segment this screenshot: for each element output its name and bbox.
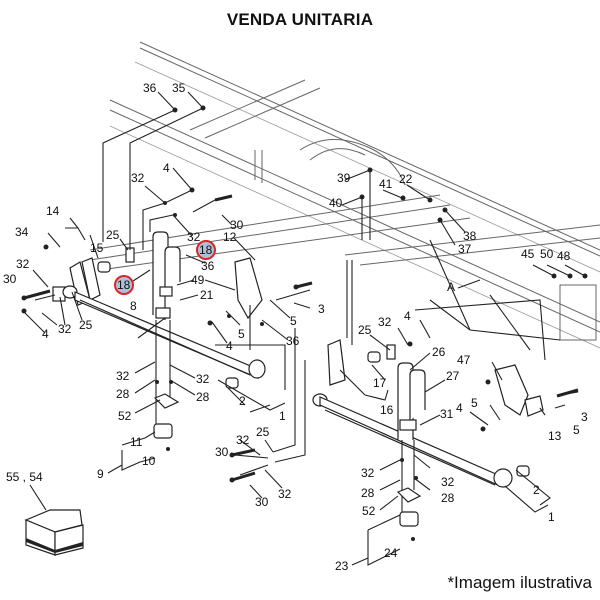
callout-label: 1 bbox=[279, 409, 286, 423]
frame-reference-a: A bbox=[447, 280, 455, 294]
callout-label: 39 bbox=[337, 171, 351, 185]
callout-label: 30 bbox=[255, 495, 269, 509]
part-18-label[interactable]: 18 bbox=[117, 278, 131, 292]
spring-assembly-front bbox=[52, 231, 266, 439]
callout-label: 30 bbox=[215, 445, 229, 459]
callout-label: 32 bbox=[378, 315, 392, 329]
callout-label: 22 bbox=[399, 172, 413, 186]
callout-label: 28 bbox=[361, 486, 375, 500]
callout-label: 23 bbox=[335, 559, 349, 573]
callout-label: 17 bbox=[373, 376, 387, 390]
callout-label: 1 bbox=[548, 510, 555, 524]
callout-label: 25 bbox=[79, 318, 93, 332]
callout-label: 13 bbox=[548, 429, 562, 443]
callout-label: 31 bbox=[440, 407, 454, 421]
callout-label: 12 bbox=[223, 230, 237, 244]
callout-label: 28 bbox=[116, 387, 130, 401]
bolts bbox=[23, 194, 579, 482]
part-labels: 36 35 4 32 30 32 12 18 18 36 14 34 15 25… bbox=[3, 81, 588, 573]
callout-label: 14 bbox=[46, 204, 60, 218]
callout-label: 8 bbox=[130, 299, 137, 313]
callout-label: 9 bbox=[97, 467, 104, 481]
callout-label: 48 bbox=[557, 249, 571, 263]
callout-label: 24 bbox=[384, 546, 398, 560]
callout-label: 26 bbox=[432, 345, 446, 359]
callout-label: 3 bbox=[581, 410, 588, 424]
callout-label: 2 bbox=[533, 483, 540, 497]
chassis-frame bbox=[89, 41, 600, 349]
illustrative-image-note: *Imagem ilustrativa bbox=[447, 573, 592, 592]
callout-label: 49 bbox=[191, 273, 205, 287]
callout-label: 47 bbox=[457, 353, 471, 367]
callout-label: 2 bbox=[239, 394, 246, 408]
callout-label: 32 bbox=[187, 230, 201, 244]
callout-label: 55 , 54 bbox=[6, 470, 43, 484]
callout-label: 32 bbox=[441, 475, 455, 489]
callout-label: 38 bbox=[463, 229, 477, 243]
callout-label: 11 bbox=[130, 435, 143, 449]
callout-label: 36 bbox=[143, 81, 157, 95]
callout-label: 5 bbox=[471, 396, 478, 410]
callout-label: 30 bbox=[230, 218, 244, 232]
callout-label: 37 bbox=[458, 242, 472, 256]
leader-lines bbox=[24, 91, 586, 566]
callout-label: 4 bbox=[163, 161, 170, 175]
callout-label: 25 bbox=[256, 425, 270, 439]
callout-label: 32 bbox=[131, 171, 145, 185]
callout-label: 40 bbox=[329, 196, 343, 210]
callout-label: 52 bbox=[362, 504, 376, 518]
callout-label: 16 bbox=[380, 403, 394, 417]
callout-label: 15 bbox=[90, 241, 104, 255]
callout-label: 32 bbox=[196, 372, 210, 386]
callout-label: 5 bbox=[573, 423, 580, 437]
callout-label: 4 bbox=[456, 401, 463, 415]
callout-label: 3 bbox=[318, 302, 325, 316]
callout-label: 28 bbox=[196, 390, 210, 404]
callout-label: 21 bbox=[200, 288, 214, 302]
spring-assembly-rear bbox=[312, 239, 561, 527]
package-box-icon bbox=[24, 509, 84, 556]
callout-label: 36 bbox=[286, 334, 300, 348]
callout-label: 36 bbox=[201, 259, 215, 273]
callout-label: 45 bbox=[521, 247, 535, 261]
callout-label: 10 bbox=[142, 454, 156, 468]
callout-label: 34 bbox=[15, 225, 29, 239]
callout-label: 32 bbox=[16, 257, 30, 271]
callout-label: 25 bbox=[106, 228, 120, 242]
callout-label: 32 bbox=[58, 322, 72, 336]
page-title: VENDA UNITARIA bbox=[226, 10, 374, 29]
callout-label: 5 bbox=[290, 314, 297, 328]
callout-label: 32 bbox=[278, 487, 292, 501]
highlight-part-18-b[interactable] bbox=[114, 275, 134, 295]
callout-label: 50 bbox=[540, 247, 554, 261]
callout-label: 5 bbox=[238, 327, 245, 341]
callout-label: 4 bbox=[42, 327, 49, 341]
callout-label: 32 bbox=[116, 369, 130, 383]
callout-label: 28 bbox=[441, 491, 455, 505]
callout-label: 4 bbox=[404, 309, 411, 323]
callout-label: 30 bbox=[3, 272, 17, 286]
callout-label: 35 bbox=[172, 81, 186, 95]
callout-label: 4 bbox=[226, 339, 233, 353]
callout-label: 32 bbox=[361, 466, 375, 480]
callout-label: 27 bbox=[446, 369, 460, 383]
part-18-label[interactable]: 18 bbox=[199, 243, 213, 257]
highlight-part-18-a[interactable] bbox=[196, 240, 216, 260]
callout-label: 41 bbox=[379, 177, 393, 191]
callout-label: 32 bbox=[236, 433, 250, 447]
callout-label: 25 bbox=[358, 323, 372, 337]
callout-label: 52 bbox=[118, 409, 132, 423]
